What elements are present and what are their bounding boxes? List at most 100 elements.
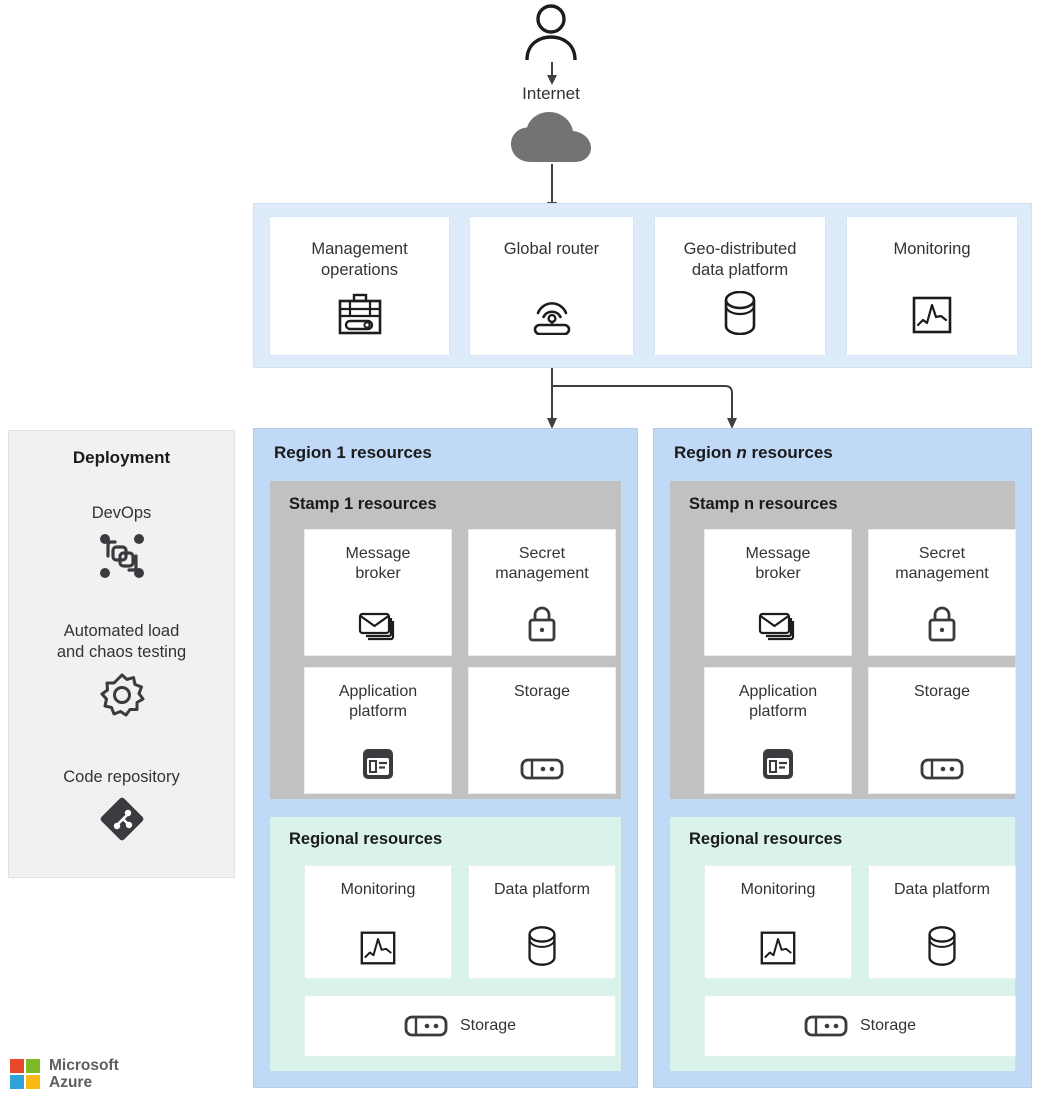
microsoft-logo-squares	[10, 1059, 40, 1089]
card-label-line2: management	[495, 565, 589, 582]
storage-icon	[920, 757, 964, 781]
global-card-monitoring[interactable]: Monitoring	[846, 216, 1018, 356]
stamp-title-1: Stamp 1 resources	[289, 495, 437, 513]
stamp-card-storage[interactable]: Storage	[468, 667, 616, 794]
deployment-item-automated-load-and-chaos-testing[interactable]: Automated load and chaos testing	[9, 621, 234, 719]
deployment-panel: Deployment DevOps Automated load and cha…	[8, 430, 235, 878]
storage-icon	[404, 1014, 448, 1038]
git-icon	[9, 796, 234, 842]
storage-row-label: Storage	[459, 1017, 517, 1034]
logo-square-red	[10, 1059, 24, 1073]
stamp-card-application-platform[interactable]: Application platform	[304, 667, 452, 794]
card-label-line1: Monitoring	[893, 240, 971, 258]
card-label-line1: Monitoring	[340, 881, 416, 898]
item-label-line1: Automated load	[63, 622, 180, 640]
database-icon	[722, 291, 758, 335]
regional-card-data-platform[interactable]: Data platform	[868, 865, 1016, 979]
card-label-line2: platform	[749, 703, 807, 720]
region-title-prefix: Region	[674, 443, 737, 462]
card-label-line1: Monitoring	[740, 881, 816, 898]
wordmark-line1: Microsoft	[49, 1057, 119, 1074]
card-label-line2: broker	[355, 565, 401, 582]
app-platform-icon	[361, 747, 395, 781]
card-label-line1: Storage	[913, 683, 971, 700]
user-to-internet-arrow	[541, 62, 563, 86]
wordmark-line2: Azure	[49, 1074, 93, 1091]
card-label-line1: Data platform	[893, 881, 991, 898]
azure-wordmark: Microsoft Azure	[49, 1057, 119, 1091]
card-label-line2: platform	[349, 703, 407, 720]
card-label-line2: broker	[755, 565, 801, 582]
regional-card-data-platform[interactable]: Data platform	[468, 865, 616, 979]
envelope-stack-icon	[758, 609, 798, 643]
storage-row-label: Storage	[859, 1017, 917, 1034]
microsoft-azure-logo: Microsoft Azure	[10, 1053, 160, 1095]
stamp-card-application-platform[interactable]: Application platform	[704, 667, 852, 794]
gear-icon	[9, 671, 234, 719]
regional-title-n: Regional resources	[689, 830, 843, 848]
regional-resources-panel-n: Regional resources Monitoring Data platf…	[670, 817, 1016, 1071]
card-label-line1: Secret	[518, 545, 566, 562]
card-label-line1: Management	[311, 240, 408, 258]
card-label-line1: Message	[345, 545, 411, 562]
storage-icon	[804, 1014, 848, 1038]
card-label-line2: operations	[320, 261, 399, 279]
lock-icon	[526, 605, 558, 643]
stamp-card-secret-management[interactable]: Secret management	[468, 529, 616, 656]
regional-card-monitoring[interactable]: Monitoring	[304, 865, 452, 979]
card-label-line1: Message	[745, 545, 811, 562]
card-label-line1: Application	[338, 683, 418, 700]
app-platform-icon	[761, 747, 795, 781]
global-card-management-operations[interactable]: Management operations	[269, 216, 450, 356]
card-label-line1: Data platform	[493, 881, 591, 898]
regional-card-monitoring[interactable]: Monitoring	[704, 865, 852, 979]
stamp-card-message-broker[interactable]: Message broker	[304, 529, 452, 656]
item-label-line1: DevOps	[91, 504, 152, 522]
region-title-variable: n	[736, 443, 747, 462]
region-title-prefix: Region	[274, 443, 337, 462]
stamp-title-n: Stamp n resources	[689, 495, 838, 513]
global-card-geo-distributed-data-platform[interactable]: Geo-distributed data platform	[654, 216, 826, 356]
regional-storage-row-1[interactable]: Storage	[304, 995, 616, 1057]
lock-icon	[926, 605, 958, 643]
region-title-suffix: resources	[746, 443, 833, 462]
stamp-card-secret-management[interactable]: Secret management	[868, 529, 1016, 656]
region-title-suffix: resources	[345, 443, 432, 462]
cloud-icon	[509, 112, 593, 164]
devops-icon	[9, 532, 234, 580]
logo-square-yellow	[26, 1075, 40, 1089]
item-label-line1: Code repository	[63, 768, 180, 786]
item-label-line2: and chaos testing	[56, 643, 187, 661]
region-panel-1: Region 1 resources Stamp 1 resources Mes…	[253, 428, 638, 1088]
stamp-panel-n: Stamp n resources Message broker	[670, 481, 1016, 799]
storage-icon	[520, 757, 564, 781]
envelope-stack-icon	[358, 609, 398, 643]
deployment-item-code-repository[interactable]: Code repository	[9, 767, 234, 842]
card-label-line2: management	[895, 565, 989, 582]
card-label-line1: Application	[738, 683, 818, 700]
stamp-card-storage[interactable]: Storage	[868, 667, 1016, 794]
monitoring-chart-icon	[359, 930, 397, 966]
card-label-line1: Secret	[918, 545, 966, 562]
deployment-item-devops[interactable]: DevOps	[9, 503, 234, 580]
global-card-global-router[interactable]: Global router	[469, 216, 634, 356]
internet-label: Internet	[522, 84, 580, 103]
global-to-regions-connector	[530, 368, 760, 430]
region-title-1: Region 1 resources	[274, 443, 432, 463]
stamp-card-message-broker[interactable]: Message broker	[704, 529, 852, 656]
stamp-panel-1: Stamp 1 resources Message broker	[270, 481, 621, 799]
region-title-variable: 1	[336, 443, 346, 462]
toolbox-icon	[337, 293, 383, 335]
regional-storage-row-n[interactable]: Storage	[704, 995, 1016, 1057]
regional-title-1: Regional resources	[289, 830, 443, 848]
monitoring-chart-icon	[759, 930, 797, 966]
global-resources-band: Management operations Global router	[253, 203, 1032, 368]
card-label-line2: data platform	[691, 261, 789, 279]
card-label-line1: Storage	[513, 683, 571, 700]
region-panel-n: Region n resources Stamp n resources Mes…	[653, 428, 1032, 1088]
database-icon	[926, 926, 958, 966]
database-icon	[526, 926, 558, 966]
deployment-panel-title: Deployment	[72, 448, 171, 467]
regional-resources-panel-1: Regional resources Monitoring Data platf…	[270, 817, 621, 1071]
card-label-line1: Global router	[503, 240, 600, 258]
